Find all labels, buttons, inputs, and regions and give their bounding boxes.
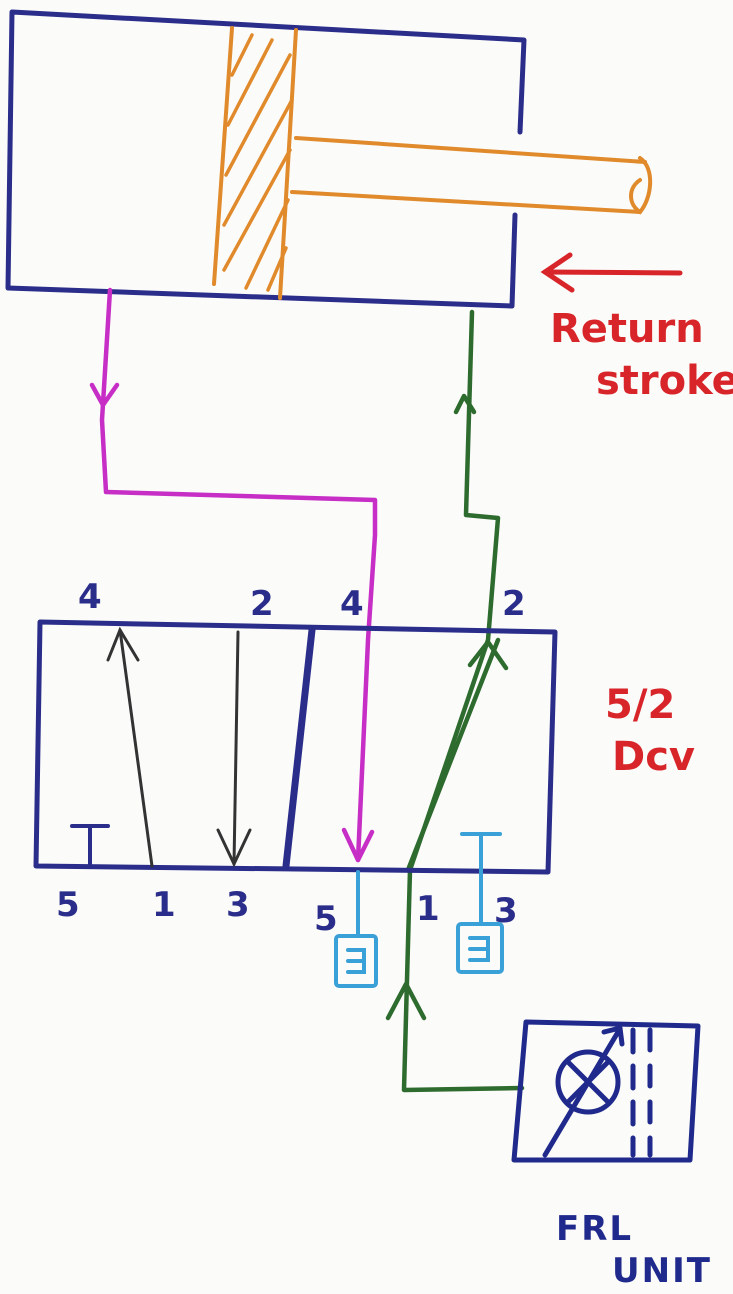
port-left-1: 1 [152, 885, 176, 925]
valve-divider [282, 626, 316, 870]
frl-box [511, 1019, 701, 1163]
left-blocked-port-icon [70, 824, 110, 868]
piston-rod-bottom [290, 190, 642, 214]
piston-hatching [222, 33, 294, 292]
silencer-icon-right [456, 868, 504, 974]
valve-left-position [106, 626, 252, 868]
exhaust-line-valve-arrow-icon [341, 827, 375, 863]
port-right-1: 1 [416, 889, 440, 929]
port-right-4: 4 [340, 584, 364, 624]
port-left-2: 2 [250, 584, 274, 624]
supply-line [385, 309, 525, 1093]
port-right-2: 2 [502, 584, 526, 624]
gauge-icon [542, 1025, 625, 1158]
valve-label-line2: Dcv [612, 734, 695, 780]
frl-label-line1: FRL [556, 1209, 633, 1249]
exhaust-line [89, 287, 378, 863]
port-left-5: 5 [56, 885, 80, 925]
port-right-3: 3 [494, 891, 518, 931]
right-blocked-port-icon [460, 832, 502, 872]
frl-unit [511, 1019, 701, 1163]
cylinder [5, 9, 527, 309]
valve-label-line1: 5/2 [605, 682, 675, 728]
exhaust-line-arrow-icon [89, 382, 120, 408]
piston-left-edge [212, 26, 234, 286]
silencer-icon [334, 870, 378, 988]
supply-line-arrow-icon [453, 393, 477, 415]
port-right-5: 5 [314, 899, 338, 939]
piston-rod-top [294, 136, 647, 164]
cylinder-body [5, 9, 527, 309]
return-stroke-line1: Return [550, 306, 704, 352]
piston-rod-end [629, 156, 653, 215]
piston-assembly [212, 26, 653, 300]
return-stroke-line2: stroke [596, 358, 733, 404]
supply-line-inlet-arrow-icon [385, 981, 427, 1021]
return-arrow-icon [540, 252, 683, 293]
directional-control-valve [33, 619, 558, 875]
port-left-4: 4 [78, 577, 102, 617]
frl-label-line2: UNIT [612, 1251, 712, 1291]
port-left-3: 3 [226, 885, 250, 925]
valve-body [33, 619, 558, 875]
supply-line-valve-arrow-icon [467, 639, 509, 671]
